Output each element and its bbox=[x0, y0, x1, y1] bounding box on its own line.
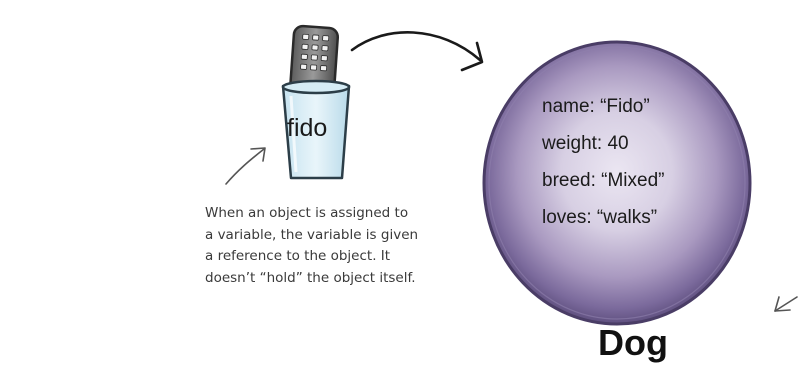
annotation-line: When an object is assigned to bbox=[205, 205, 409, 221]
object-class-label: Dog bbox=[598, 322, 668, 363]
annotation-line: a reference to the object. It bbox=[205, 248, 391, 264]
variable-name-label: fido bbox=[287, 114, 328, 142]
dog-object-circle bbox=[482, 40, 752, 326]
property-name: name: “Fido” bbox=[542, 96, 650, 117]
property-breed: breed: “Mixed” bbox=[542, 170, 665, 191]
object-properties: name: “Fido” weight: 40 breed: “Mixed” l… bbox=[542, 88, 665, 236]
annotation-line: a variable, the variable is given bbox=[205, 226, 419, 243]
property-weight: weight: 40 bbox=[542, 133, 629, 154]
side-arrow bbox=[774, 296, 798, 312]
property-loves: loves: “walks” bbox=[542, 207, 658, 228]
annotation-line: doesn’t “hold” the object itself. bbox=[205, 269, 416, 286]
cup-icon bbox=[281, 79, 351, 180]
remote-control-icon bbox=[288, 24, 340, 100]
annotation-note: When an object is assigned to a variable… bbox=[205, 203, 419, 289]
reference-arrow bbox=[350, 31, 484, 72]
annotation-arrow bbox=[225, 147, 266, 185]
